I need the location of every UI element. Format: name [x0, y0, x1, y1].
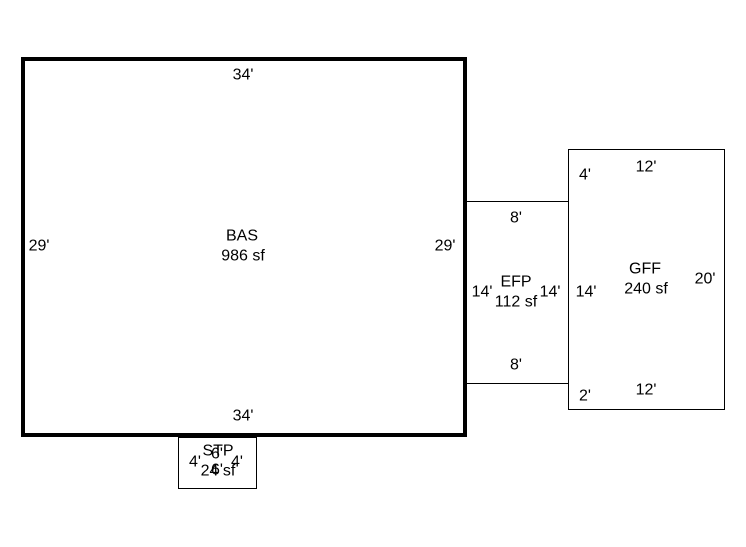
bas-right-dimension: 29'	[434, 237, 456, 255]
gff-left-dimension: 14'	[575, 283, 597, 301]
efp-area-outline	[467, 201, 569, 384]
stp-left-dimension: 4'	[189, 453, 201, 471]
gff-bottom-dimension: 12'	[635, 381, 657, 399]
efp-code-label: EFP	[500, 273, 532, 291]
bas-bottom-dimension: 34'	[232, 407, 254, 425]
stp-top-dimension: 6'	[211, 445, 223, 463]
gff-right-dimension: 20'	[694, 270, 716, 288]
bas-area-label: 986 sf	[221, 247, 265, 265]
stp-area-outline	[178, 437, 257, 489]
bas-code-label: BAS	[225, 227, 259, 245]
stp-code-label: STP	[202, 442, 234, 460]
gff-area-outline	[568, 149, 725, 410]
efp-bottom-dimension: 8'	[510, 356, 522, 374]
gff-code-label: GFF	[629, 260, 661, 278]
stp-right-dimension: 4'	[231, 453, 243, 471]
efp-left-dimension: 14'	[471, 283, 493, 301]
gff-top-dimension: 12'	[635, 158, 657, 176]
efp-top-dimension: 8'	[510, 209, 522, 227]
bas-left-dimension: 29'	[28, 237, 50, 255]
bas-top-dimension: 34'	[232, 66, 254, 84]
bas-area-outline	[21, 57, 467, 437]
gff-area-label: 240 sf	[624, 280, 668, 298]
gff-left-top-dimension: 4'	[579, 166, 591, 184]
stp-bottom-dimension: 6'	[211, 461, 223, 479]
efp-area-label: 112 sf	[494, 293, 538, 311]
efp-right-dimension: 14'	[539, 283, 561, 301]
gff-left-bottom-dimension: 2'	[579, 387, 591, 405]
stp-area-label: 24 sf	[200, 462, 236, 480]
